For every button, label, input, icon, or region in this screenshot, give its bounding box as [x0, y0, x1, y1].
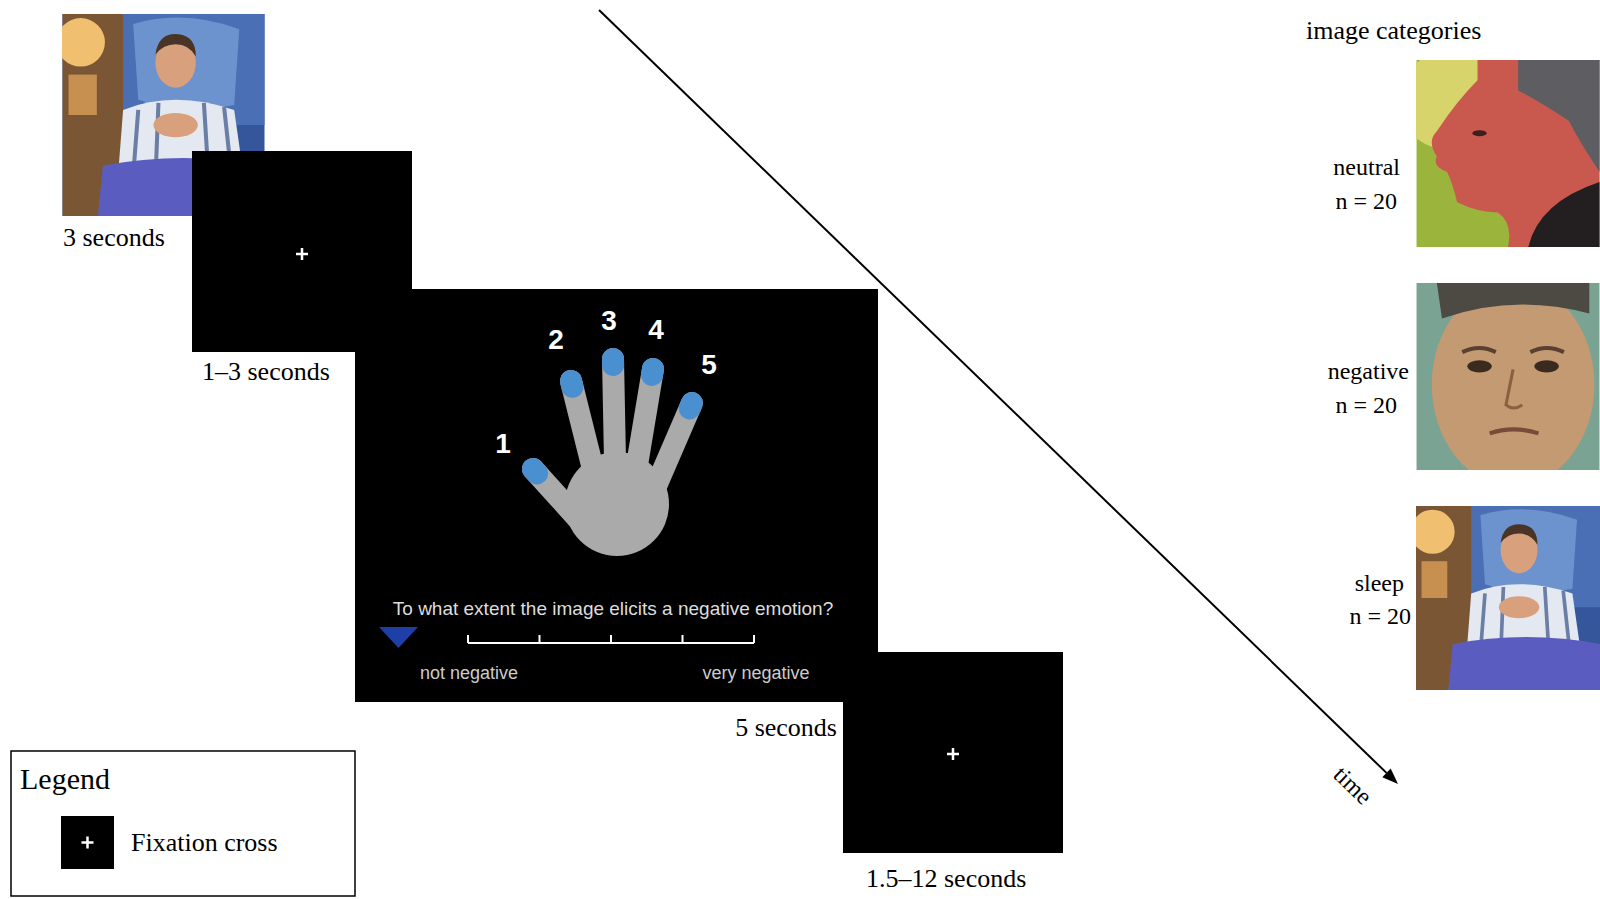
- neutral-photo: [1396, 50, 1599, 247]
- column-heading: image categories: [1306, 16, 1481, 46]
- hand-illustration: [355, 289, 878, 702]
- finger: [613, 359, 615, 461]
- negative-photo: [1417, 283, 1600, 486]
- finger: [637, 369, 653, 465]
- rating-question: To what extent the image elicits a negat…: [393, 598, 833, 620]
- fixation-cross: [296, 248, 308, 260]
- legend-box: [11, 751, 355, 896]
- count-label: n = 20: [1349, 603, 1411, 631]
- fixation-cross: [82, 837, 94, 849]
- fingertip: [602, 359, 624, 365]
- finger: [571, 381, 593, 469]
- rating-screen: 1 2 34 5 To what extent the image elicits a …: [355, 289, 878, 702]
- duration-label: 3 seconds: [63, 223, 165, 253]
- fingertip: [641, 369, 664, 375]
- sleep-photo: [1410, 506, 1600, 690]
- finger-number: 5: [701, 349, 717, 381]
- count-label: n = 20: [1335, 392, 1397, 420]
- fingertip: [690, 403, 692, 409]
- finger: [533, 469, 580, 521]
- swatch-ground: [61, 816, 114, 869]
- category-label: neutral: [1333, 154, 1400, 182]
- finger-number: 4: [648, 314, 664, 346]
- fixation-swatch: [61, 816, 114, 869]
- finger-number: 3: [601, 305, 617, 337]
- time-arrowhead: [1382, 769, 1398, 784]
- fingertip: [533, 469, 537, 473]
- scale-pointer: [379, 627, 418, 648]
- duration-label: 1–3 seconds: [202, 357, 330, 387]
- category-label: sleep: [1355, 570, 1404, 598]
- finger: [657, 403, 692, 484]
- fixation-cross: [947, 748, 959, 760]
- legend-title: Legend: [20, 762, 110, 797]
- category-label: negative: [1328, 358, 1409, 386]
- rating-scale: [468, 635, 754, 643]
- scale-end-label: not negative: [420, 663, 518, 684]
- duration-label: 5 seconds: [735, 713, 837, 743]
- legend-text: Fixation cross: [131, 828, 278, 858]
- scale-end-label: very negative: [702, 663, 809, 684]
- finger-number: 1: [495, 428, 511, 460]
- count-label: n = 20: [1335, 188, 1397, 216]
- axis-label: time: [1327, 761, 1377, 810]
- duration-label: 1.5–12 seconds: [866, 864, 1026, 894]
- finger-number: 2: [548, 324, 564, 356]
- fingertip: [571, 381, 572, 387]
